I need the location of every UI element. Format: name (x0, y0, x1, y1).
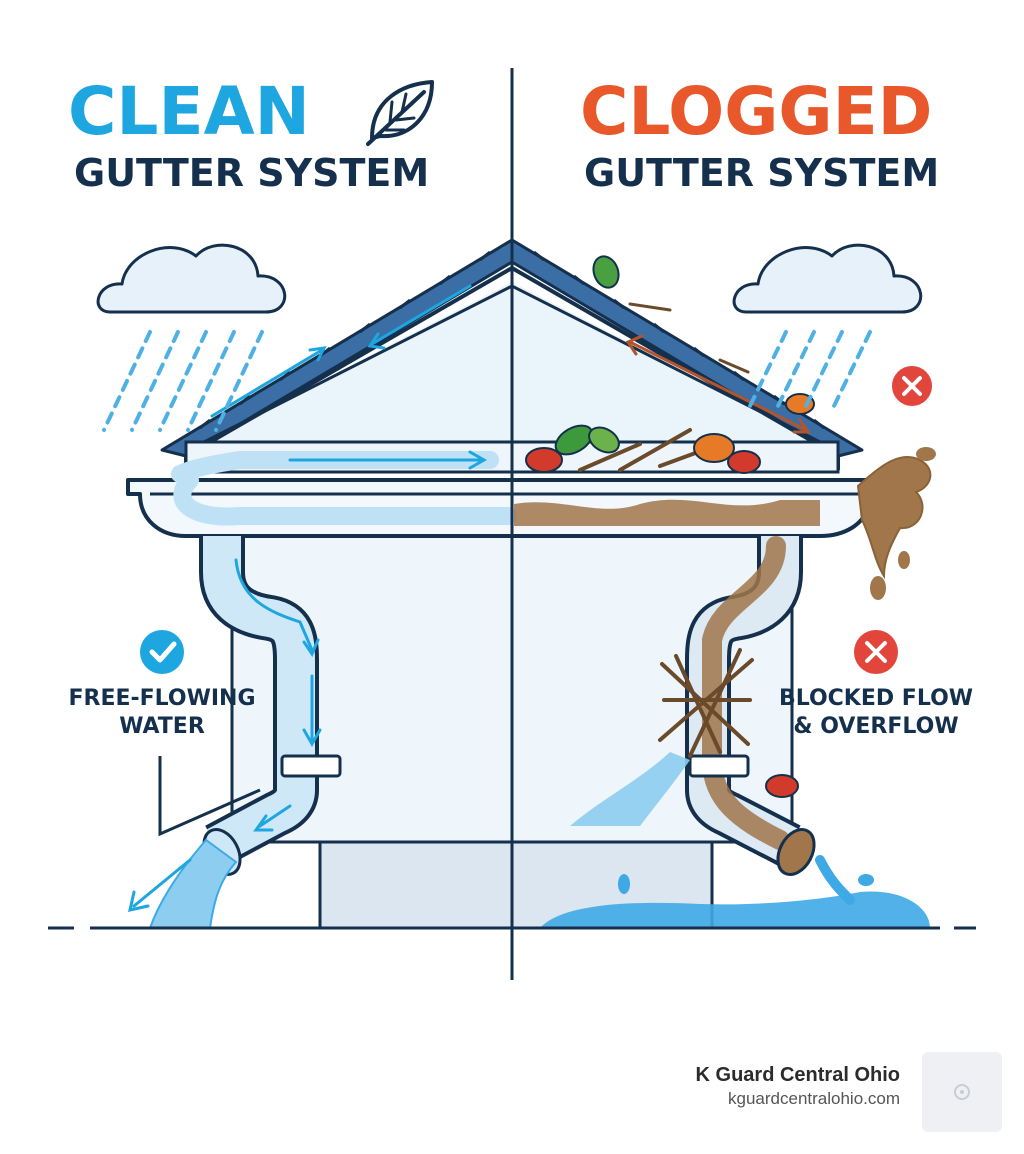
clogged-status-label-2: & OVERFLOW (793, 714, 958, 739)
right-rain (748, 330, 872, 408)
x-circle-icon (854, 630, 898, 674)
brand-url[interactable]: kguardcentralohio.com (728, 1089, 900, 1108)
right-downspout (685, 536, 816, 876)
right-cloud (732, 243, 922, 314)
logo-icon (954, 1084, 970, 1100)
clogged-subtitle: GUTTER SYSTEM (584, 151, 939, 195)
check-circle-icon (140, 630, 184, 674)
x-circle-icon-top (892, 366, 932, 406)
clean-status-label-2: WATER (119, 714, 205, 739)
left-rain (102, 330, 264, 432)
clean-status-label: FREE-FLOWING (68, 686, 255, 711)
overflow-splash (856, 455, 932, 580)
blocked-roof-arrow (625, 334, 811, 434)
red-leaf (765, 774, 799, 798)
brand-name: K Guard Central Ohio (695, 1064, 900, 1086)
gutter-water-flow (171, 451, 499, 483)
label-leader-line (158, 756, 261, 837)
brand-logo (922, 1052, 1002, 1132)
leak-water (570, 752, 690, 826)
debris-nest (658, 648, 754, 758)
clogged-title: CLOGGED (580, 73, 932, 150)
brand-block: K Guard Central Ohio kguardcentralohio.c… (696, 1064, 900, 1109)
clean-title: CLEAN (68, 73, 310, 150)
ground-puddle (540, 891, 930, 928)
clean-subtitle: GUTTER SYSTEM (74, 151, 429, 195)
debris-leaves (525, 255, 815, 474)
leaf-icon (366, 80, 434, 146)
clean-flow-arrows (210, 284, 488, 832)
clogged-status-label: BLOCKED FLOW (779, 686, 973, 711)
gutter-mud (514, 499, 820, 526)
left-cloud (96, 243, 286, 314)
